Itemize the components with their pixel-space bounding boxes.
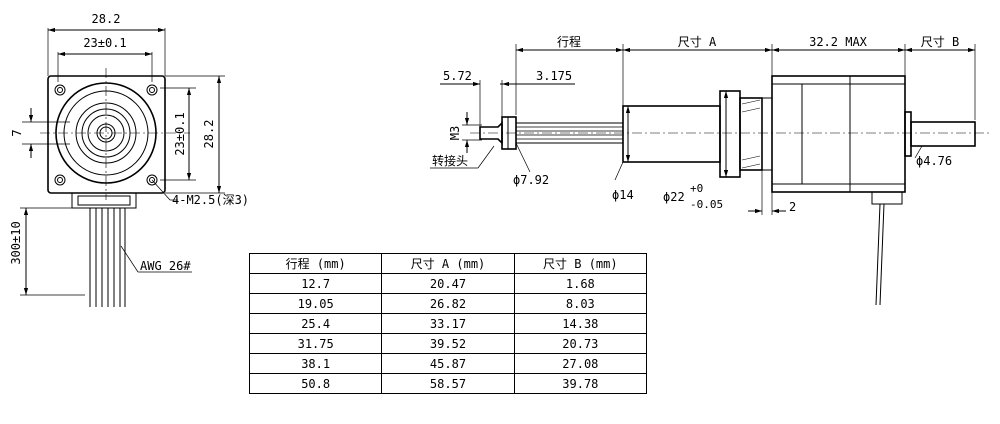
table-cell: 26.82 <box>381 293 515 314</box>
table-cell: 33.17 <box>381 313 515 334</box>
side-view: 行程 尺寸 A 32.2 MAX 尺寸 B 5.72 3.175 M3 <box>430 34 990 306</box>
table-cell: 19.05 <box>248 293 383 314</box>
side-adapter: 转接头 <box>432 153 468 168</box>
front-view: 28.2 23±0.1 7 23±0.1 <box>9 12 249 307</box>
front-width-outer: 28.2 <box>92 12 121 26</box>
table-cell: 38.1 <box>248 353 383 374</box>
front-shaft-offset: 7 <box>10 129 24 136</box>
table-cell: 8.03 <box>513 293 648 314</box>
side-thread: M3 <box>448 126 462 140</box>
dimension-table: 行程 (mm) 尺寸 A (mm) 尺寸 B (mm) 12.7 20.47 1… <box>248 253 648 394</box>
table-header-row: 行程 (mm) 尺寸 A (mm) 尺寸 B (mm) <box>248 253 648 274</box>
table-cell: 31.75 <box>248 333 383 354</box>
table-cell: 45.87 <box>381 353 515 374</box>
col-header-dim-b: 尺寸 B (mm) <box>513 253 648 274</box>
side-dia-22-upper: +0 <box>690 182 703 195</box>
col-header-stroke: 行程 (mm) <box>248 253 383 274</box>
table-cell: 39.52 <box>381 333 515 354</box>
table-cell: 12.7 <box>248 273 383 294</box>
col-header-dim-a: 尺寸 A (mm) <box>381 253 515 274</box>
front-lead-length: 300±10 <box>9 221 23 264</box>
front-height-holes: 23±0.1 <box>173 112 187 155</box>
table-cell: 39.78 <box>513 373 648 394</box>
table-row: 25.4 33.17 14.38 <box>248 313 648 334</box>
side-dim-3175: 3.175 <box>536 69 572 83</box>
table-cell: 14.38 <box>513 313 648 334</box>
side-dim-2: 2 <box>789 200 796 214</box>
side-stroke: 行程 <box>557 34 581 49</box>
table-cell: 58.57 <box>381 373 515 394</box>
table-row: 50.8 58.57 39.78 <box>248 373 648 394</box>
table-cell: 20.73 <box>513 333 648 354</box>
side-dia-22-lower: -0.05 <box>690 198 723 211</box>
side-dia-792: ϕ7.92 <box>513 173 549 187</box>
table-cell: 1.68 <box>513 273 648 294</box>
side-dia-14: ϕ14 <box>612 188 634 202</box>
table-cell: 20.47 <box>381 273 515 294</box>
side-dim-b: 尺寸 B <box>921 35 959 49</box>
table-row: 38.1 45.87 27.08 <box>248 353 648 374</box>
front-width-holes: 23±0.1 <box>83 36 126 50</box>
side-dia-476: ϕ4.76 <box>916 154 952 168</box>
side-dim-572: 5.72 <box>443 69 472 83</box>
table-row: 31.75 39.52 20.73 <box>248 333 648 354</box>
table-row: 19.05 26.82 8.03 <box>248 293 648 314</box>
side-dim-a: 尺寸 A <box>678 35 717 49</box>
table-row: 12.7 20.47 1.68 <box>248 273 648 294</box>
side-body-length: 32.2 MAX <box>809 35 868 49</box>
front-mount-holes: 4-M2.5(深3) <box>172 193 249 207</box>
table-cell: 50.8 <box>248 373 383 394</box>
front-height-outer: 28.2 <box>202 120 216 149</box>
table-cell: 25.4 <box>248 313 383 334</box>
front-wire-gauge: AWG 26# <box>140 259 191 273</box>
table-cell: 27.08 <box>513 353 648 374</box>
side-dia-22: ϕ22 <box>663 190 685 204</box>
